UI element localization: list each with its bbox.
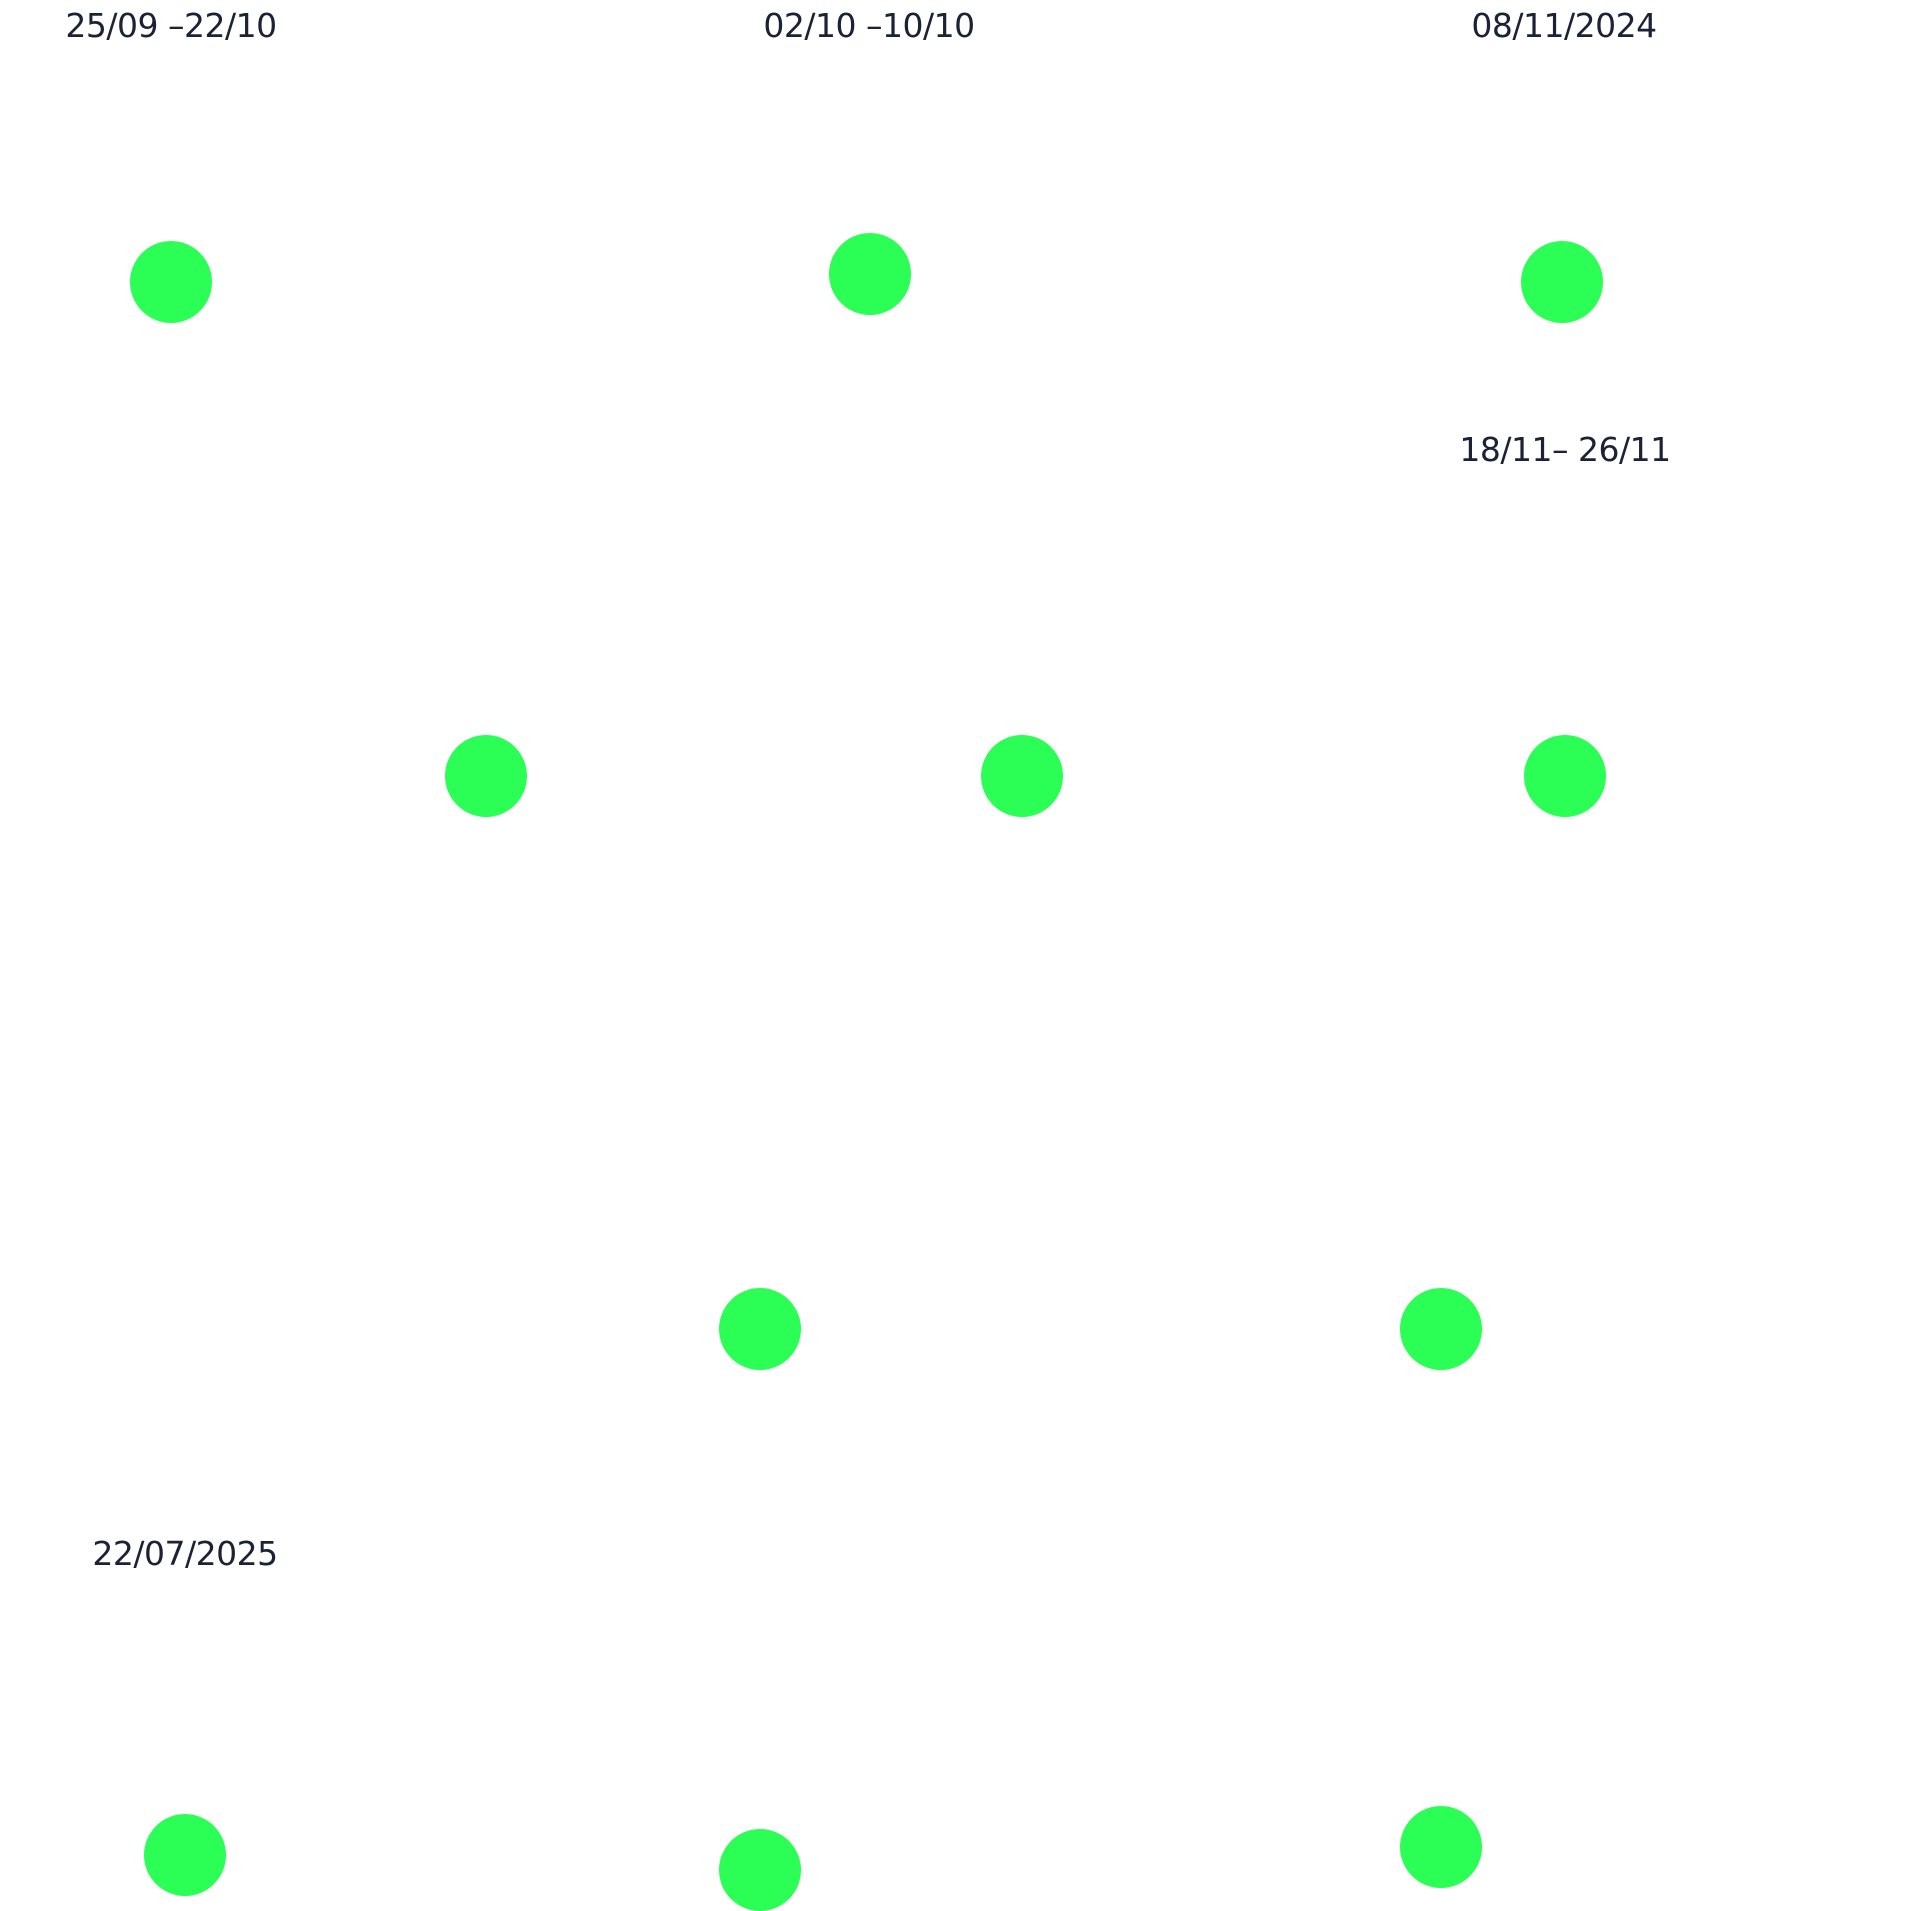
dot-marker-3 [1521, 241, 1603, 323]
date-label-5: 22/07/2025 [92, 1534, 278, 1573]
dot-marker-1 [130, 241, 212, 323]
dot-marker-11 [1400, 1806, 1482, 1888]
dot-marker-2 [829, 233, 911, 315]
date-label-1: 25/09 –22/10 [65, 6, 277, 45]
date-label-4: 18/11– 26/11 [1459, 430, 1671, 469]
dot-marker-8 [1400, 1288, 1482, 1370]
date-label-3: 08/11/2024 [1471, 6, 1657, 45]
dot-marker-5 [981, 735, 1063, 817]
dot-marker-4 [445, 735, 527, 817]
date-label-2: 02/10 –10/10 [763, 6, 975, 45]
dot-marker-9 [144, 1814, 226, 1896]
dot-marker-7 [719, 1288, 801, 1370]
dot-marker-10 [719, 1829, 801, 1911]
dot-marker-6 [1524, 735, 1606, 817]
